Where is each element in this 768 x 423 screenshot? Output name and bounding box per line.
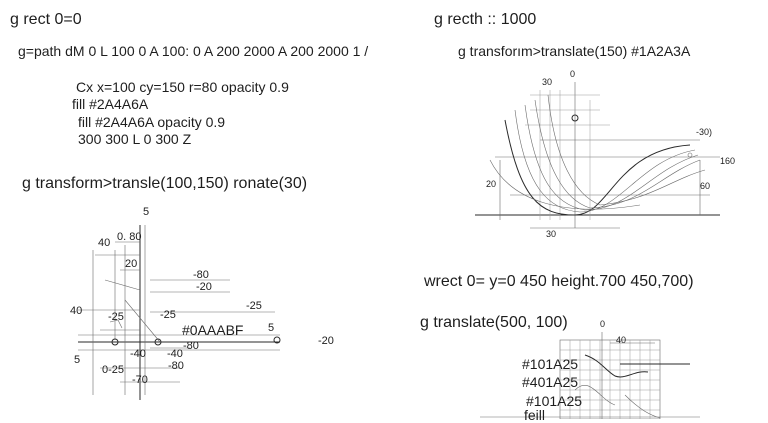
label: 40	[616, 335, 627, 345]
curve	[504, 119, 691, 216]
label: 40	[98, 237, 111, 249]
label: -25	[246, 300, 262, 312]
label: 60	[700, 181, 711, 191]
code-line-path-close: 300 300 L 0 300 Z	[78, 131, 192, 147]
label: -40	[167, 348, 183, 360]
label: -25	[108, 311, 124, 323]
pivot-marker	[154, 338, 162, 346]
fill-label: feill	[524, 407, 546, 423]
label: 5	[143, 206, 150, 218]
label: -30)	[696, 127, 713, 137]
label: 160	[720, 156, 736, 166]
label: 0	[600, 319, 606, 329]
color-label: #0AAABF	[182, 322, 244, 338]
code-line-circle: Cx x=100 cy=150 r=80 opacity 0.9	[76, 79, 289, 95]
pivot-marker	[273, 336, 281, 344]
label: -80	[168, 360, 184, 372]
code-line-path: g=path dM 0 L 100 0 A 100: 0 A 200 2000 …	[18, 43, 369, 59]
label: 0	[570, 69, 576, 79]
label: -80	[183, 340, 199, 352]
code-line-wrect: wrect 0= y=0 450 height.700 450,700)	[424, 273, 694, 290]
tick-mark	[109, 319, 123, 329]
label: 30	[542, 77, 553, 87]
code-line-transform: g transform>transle(100,150) ronate(30)	[22, 175, 308, 192]
color-label: #401A25	[522, 374, 579, 390]
curve	[524, 104, 699, 211]
pivot-marker	[571, 114, 579, 122]
label: -20	[318, 335, 334, 347]
code-line-fill: fill #2A4A6A	[72, 96, 149, 112]
pivot-marker	[111, 338, 119, 346]
label: -25	[160, 309, 176, 321]
curve	[584, 354, 649, 378]
code-line-rect-h: g recth :: 1000	[434, 11, 537, 28]
label: 5	[74, 354, 81, 366]
label: -80	[193, 269, 209, 281]
label: 0. 80	[117, 231, 142, 243]
label: -20	[196, 281, 212, 293]
code-line-fill-opacity: fill #2A4A6A opacity 0.9	[78, 114, 226, 130]
curve	[514, 109, 696, 213]
label: -70	[132, 374, 148, 386]
code-line-translate-color: g transforım>translate(150) #1A2A3A	[458, 43, 691, 59]
curve	[534, 99, 701, 209]
label: 5	[268, 322, 275, 334]
label: 30	[546, 229, 557, 239]
curve	[547, 94, 706, 206]
curve	[624, 394, 661, 419]
code-line-rect: g rect 0=0	[10, 11, 82, 28]
angled-line	[124, 299, 161, 343]
label: 40	[70, 305, 83, 317]
label: 0-25	[102, 364, 125, 376]
label: 20	[486, 179, 497, 189]
curve	[489, 159, 641, 210]
color-label: #101A25	[522, 356, 579, 372]
angled-line	[104, 279, 141, 291]
pivot-marker	[687, 152, 693, 158]
code-line-translate-500: g translate(500, 100)	[420, 314, 568, 331]
curve	[574, 385, 616, 406]
color-label: #101A25	[526, 393, 583, 409]
label: -40	[130, 348, 146, 360]
label: 20	[125, 258, 138, 270]
